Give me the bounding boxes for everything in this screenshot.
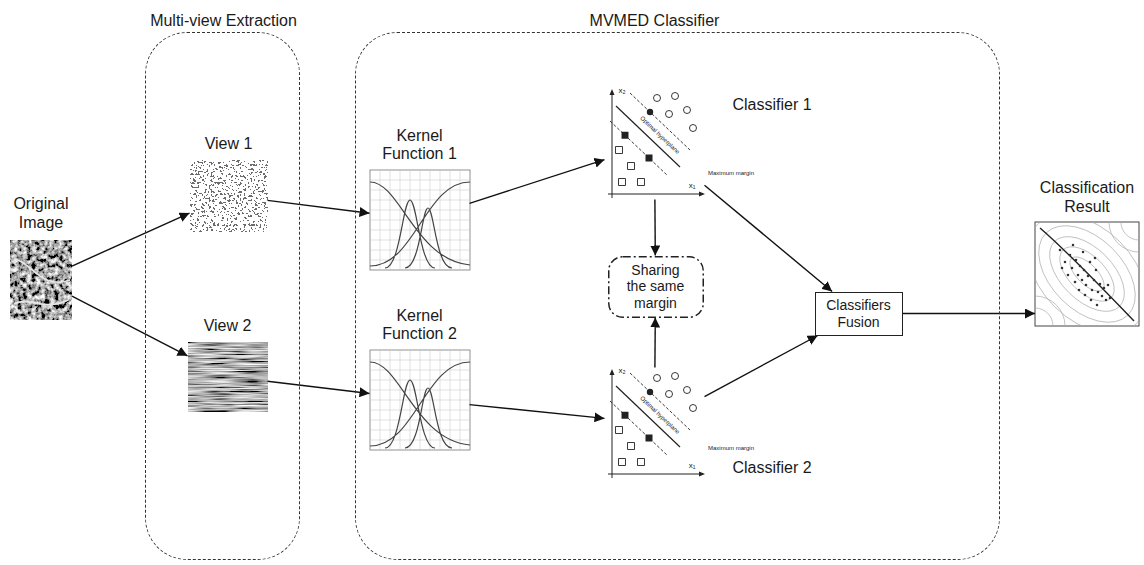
arrow-connector bbox=[72, 296, 188, 356]
kernel-plot-panel: Kernel Function 2 bbox=[370, 350, 470, 450]
tissue-streaks bbox=[12, 260, 70, 304]
axis-label: x₂ bbox=[617, 87, 626, 95]
arrow-connector bbox=[654, 200, 656, 256]
decision-boundary bbox=[1040, 228, 1134, 321]
image-panel: Original Image bbox=[10, 240, 72, 320]
result-plot-panel: Classification Result bbox=[1035, 222, 1139, 326]
contour bbox=[1121, 222, 1139, 240]
heading-label: MVMED Classifier bbox=[555, 12, 755, 30]
dashdot-border bbox=[608, 256, 703, 317]
kernel-plot bbox=[370, 350, 470, 450]
image-panel: View 2 bbox=[188, 342, 268, 412]
heading-label: View 2 bbox=[183, 317, 273, 335]
axis-label: x₂ bbox=[617, 367, 626, 375]
margin-label: Maximum margin bbox=[707, 170, 755, 176]
tissue-image bbox=[10, 240, 72, 320]
view2-image bbox=[188, 342, 268, 412]
axis-label: x₁ bbox=[688, 182, 697, 190]
arrow-connector bbox=[654, 318, 656, 368]
kernel-plot bbox=[370, 170, 470, 270]
arrow-connector bbox=[705, 185, 833, 291]
plot-frame bbox=[1035, 222, 1139, 326]
view1-image bbox=[190, 160, 268, 232]
heading-label: View 1 bbox=[184, 135, 274, 153]
box-label: Sharing the same margin bbox=[622, 262, 690, 310]
dashed-region: View 1View 2Multi-view Extraction bbox=[145, 32, 300, 560]
heading-label: Classifier 1 bbox=[733, 96, 812, 114]
contour bbox=[1035, 296, 1065, 326]
arrow-connector bbox=[903, 313, 1036, 314]
connectors bbox=[72, 160, 1035, 419]
heading-label: Classification Result bbox=[1032, 179, 1142, 216]
original-image-figure bbox=[10, 240, 72, 320]
result-plot-figure bbox=[1005, 192, 1144, 356]
axis-label: x₁ bbox=[688, 462, 697, 470]
kernel-plot-panel: Kernel Function 1 bbox=[370, 170, 470, 270]
image-panel: View 1 bbox=[190, 160, 268, 232]
svm-plot bbox=[608, 369, 705, 478]
heading-label: Kernel Function 1 bbox=[377, 127, 463, 164]
contour bbox=[1035, 222, 1139, 326]
contour-lines bbox=[1035, 222, 1139, 326]
arrow-connector bbox=[470, 160, 605, 204]
line-label: Optimal hyperplane bbox=[638, 114, 681, 156]
svm-plot bbox=[608, 89, 705, 198]
heading-label: Classifier 2 bbox=[733, 459, 812, 477]
box-label: Classifiers Fusion bbox=[822, 297, 896, 329]
scatter-points bbox=[1060, 245, 1110, 305]
arrow-connector bbox=[72, 213, 190, 266]
margin-label: Maximum margin bbox=[707, 445, 755, 451]
contour bbox=[1035, 308, 1053, 326]
arrow-connector bbox=[705, 336, 818, 397]
process-box: Classifiers Fusion bbox=[815, 292, 903, 336]
line-label: Optimal hyperplane bbox=[638, 394, 681, 436]
shared-margin-box: Sharing the same margin bbox=[608, 256, 704, 318]
contour bbox=[1109, 222, 1139, 252]
heading-label: Multi-view Extraction bbox=[124, 12, 324, 30]
contour bbox=[1036, 223, 1138, 325]
heading-label: Original Image bbox=[3, 195, 79, 232]
heading-label: Kernel Function 2 bbox=[377, 307, 463, 344]
arrow-connector bbox=[470, 405, 605, 419]
contour bbox=[1035, 222, 1139, 326]
dashed-region: Kernel Function 1 Classifier 1 Sharing the… bbox=[355, 32, 1000, 560]
